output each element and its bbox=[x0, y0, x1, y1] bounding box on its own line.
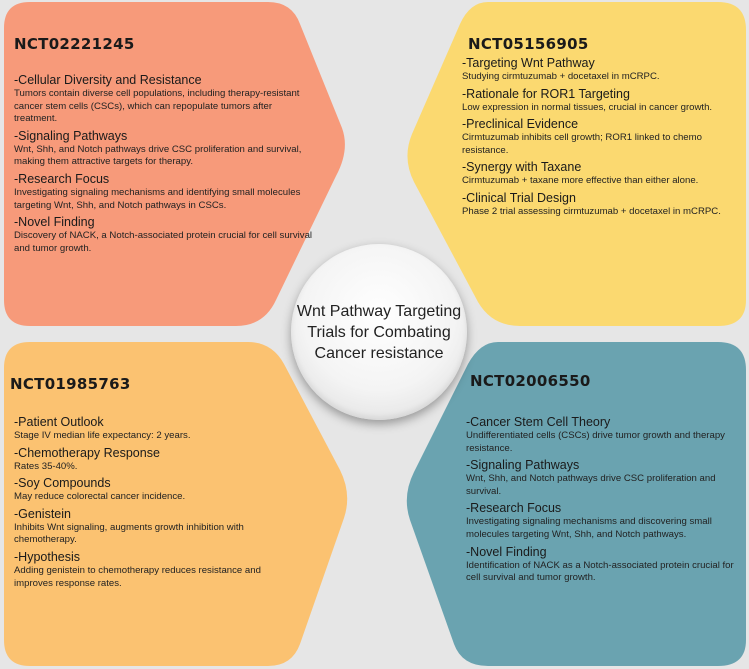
center-title-line: Wnt Pathway Targeting bbox=[296, 302, 462, 320]
section-heading: -Signaling Pathways bbox=[14, 128, 128, 143]
trial-id-title: NCT01985763 bbox=[10, 375, 131, 393]
center-title-line: Cancer resistance bbox=[314, 344, 444, 362]
section-description: Cirmtuzumab + taxane more effective than… bbox=[462, 175, 699, 187]
trial-id-title: NCT02006550 bbox=[470, 372, 591, 390]
bottom-right-petal bbox=[406, 342, 746, 666]
center-title: Wnt Pathway Targeting Trials for Combati… bbox=[294, 301, 464, 364]
section-heading: -Research Focus bbox=[466, 501, 562, 516]
center-title-line: Trials for Combating bbox=[307, 323, 451, 341]
top-left-petal bbox=[4, 2, 345, 326]
section-description: Investigating signaling mechanisms and d… bbox=[466, 516, 712, 540]
section-heading: -Cellular Diversity and Resistance bbox=[14, 73, 202, 87]
section-heading: -Cancer Stem Cell Theory bbox=[466, 415, 611, 429]
section-description: Adding genistein to chemotherapy reduces… bbox=[14, 564, 261, 589]
section-description: Identification of NACK as a Notch-associ… bbox=[466, 559, 734, 584]
section-description: Rates 35-40%. bbox=[14, 460, 78, 472]
bottom-left-petal bbox=[4, 342, 348, 666]
section-heading: -Targeting Wnt Pathway bbox=[462, 56, 595, 70]
section-description: Cirmtuzumab inhibits cell growth; ROR1 l… bbox=[462, 132, 702, 156]
section-heading: -Clinical Trial Design bbox=[462, 190, 576, 205]
section-heading: -Signaling Pathways bbox=[466, 458, 580, 473]
top-right-petal bbox=[407, 2, 746, 326]
center-circle: Wnt Pathway Targeting Trials for Combati… bbox=[291, 244, 467, 420]
section-description: Phase 2 trial assessing cirmtuzumab + do… bbox=[462, 205, 721, 217]
section-description: Inhibits Wnt signaling, augments growth … bbox=[14, 521, 244, 546]
section-heading: -Chemotherapy Response bbox=[14, 445, 160, 460]
section-heading: -Novel Finding bbox=[466, 544, 547, 559]
section-heading: -Patient Outlook bbox=[14, 415, 104, 429]
panel-top-left: NCT02221245 -Cellular Diversity and Resi… bbox=[14, 35, 314, 258]
trial-id-title: NCT02221245 bbox=[14, 35, 135, 53]
section-description: Discovery of NACK, a Notch-associated pr… bbox=[14, 230, 313, 254]
section-description: Stage IV median life expectancy: 2 years… bbox=[14, 430, 191, 441]
section-description: Undifferentiated cells (CSCs) drive tumo… bbox=[466, 430, 725, 454]
section-description: May reduce colorectal cancer incidence. bbox=[14, 491, 186, 503]
section-heading: -Preclinical Evidence bbox=[462, 117, 579, 132]
trial-id-title: NCT05156905 bbox=[468, 35, 589, 53]
section-heading: -Research Focus bbox=[14, 171, 110, 186]
section-heading: -Novel Finding bbox=[14, 215, 95, 230]
section-heading: -Synergy with Taxane bbox=[462, 160, 582, 175]
section-description: Studying cirmtuzumab + docetaxel in mCRP… bbox=[462, 71, 660, 82]
section-heading: -Genistein bbox=[14, 506, 71, 521]
section-heading: -Rationale for ROR1 Targeting bbox=[462, 86, 630, 101]
section-heading: -Hypothesis bbox=[14, 549, 80, 564]
section-description: Low expression in normal tissues, crucia… bbox=[462, 101, 713, 113]
section-description: Tumors contain diverse cell populations,… bbox=[14, 88, 300, 125]
section-description: Investigating signaling mechanisms and i… bbox=[14, 186, 301, 211]
section-description: Wnt, Shh, and Notch pathways drive CSC p… bbox=[14, 143, 302, 168]
section-description: Wnt, Shh, and Notch pathways drive CSC p… bbox=[466, 473, 716, 497]
section-heading: -Soy Compounds bbox=[14, 476, 111, 491]
